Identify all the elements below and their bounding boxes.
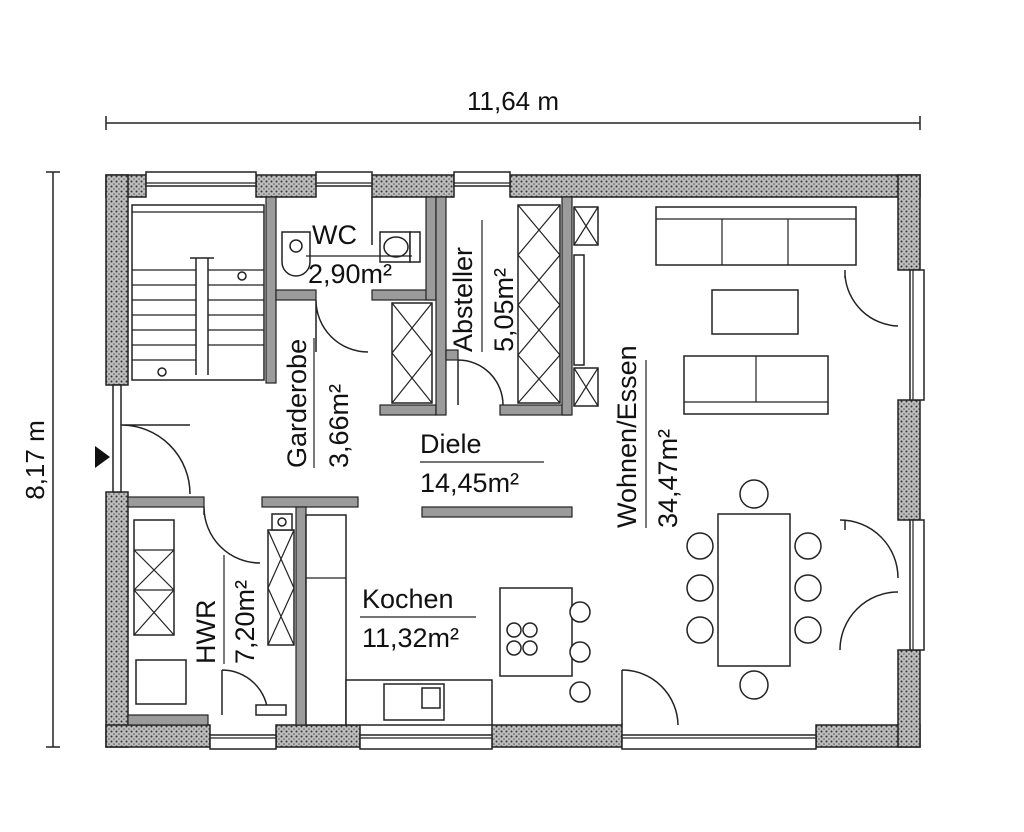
hwr-name: HWR bbox=[191, 600, 221, 664]
room-label-wc: WC 2,90m² bbox=[306, 220, 412, 289]
doors bbox=[120, 197, 899, 726]
windows bbox=[112, 171, 925, 750]
exterior-walls bbox=[105, 174, 921, 748]
width-dimension: 11,64 m bbox=[105, 86, 921, 130]
abstell-name: Absteller bbox=[448, 247, 478, 352]
garderobe-name: Garderobe bbox=[282, 339, 312, 468]
hwr-area: 7,20m² bbox=[230, 580, 260, 664]
entrance-arrow-icon bbox=[95, 446, 110, 468]
wc-area: 2,90m² bbox=[308, 259, 392, 289]
garderobe-area: 3,66m² bbox=[324, 384, 354, 468]
height-dimension: 8,17 m bbox=[20, 171, 60, 748]
diele-area: 14,45m² bbox=[420, 468, 519, 498]
dining-set bbox=[686, 479, 822, 700]
room-label-hwr: HWR 7,20m² bbox=[191, 555, 260, 664]
kochen-name: Kochen bbox=[362, 584, 454, 614]
living-furniture bbox=[655, 206, 857, 415]
wc-fixtures bbox=[281, 231, 421, 277]
storage-cabinets bbox=[133, 204, 599, 716]
room-label-abstell: Absteller 5,05m² bbox=[448, 220, 519, 352]
wohnen-name: Wohnen/Essen bbox=[612, 345, 642, 528]
kitchen-fixtures bbox=[305, 514, 591, 726]
wc-name: WC bbox=[312, 220, 357, 250]
abstell-area: 5,05m² bbox=[489, 268, 519, 352]
staircase bbox=[131, 204, 265, 381]
diele-name: Diele bbox=[420, 429, 482, 459]
kochen-area: 11,32m² bbox=[362, 623, 459, 653]
height-dimension-label: 8,17 m bbox=[20, 420, 50, 500]
room-label-kochen: Kochen 11,32m² bbox=[360, 584, 476, 653]
room-label-diele: Diele 14,45m² bbox=[420, 429, 544, 498]
room-label-wohnen: Wohnen/Essen 34,47m² bbox=[612, 345, 683, 528]
interior-walls bbox=[127, 196, 573, 726]
width-dimension-label: 11,64 m bbox=[467, 86, 559, 116]
wohnen-area: 34,47m² bbox=[653, 429, 683, 528]
room-label-garderobe: Garderobe 3,66m² bbox=[282, 338, 354, 468]
